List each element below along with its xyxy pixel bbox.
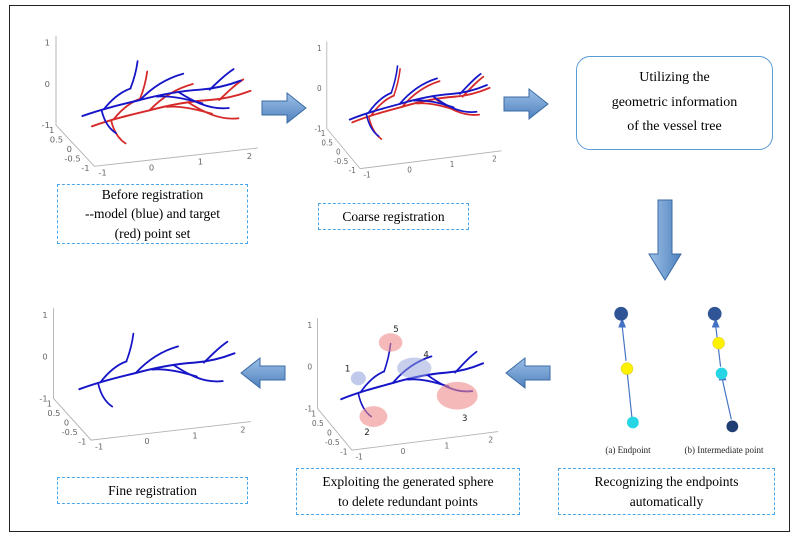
flow-arrow-down (648, 199, 682, 281)
model-point-set-blue (78, 332, 236, 408)
dot-yellow (620, 362, 634, 375)
left-arrow-shape (505, 356, 551, 390)
caption-fine-registration-text: Fine registration (108, 482, 197, 498)
segment-line (626, 370, 633, 418)
caption-before-registration-text: Before registration --model (blue) and t… (84, 186, 221, 241)
box-utilizing-geometric-info-text: Utilizing the geometric information of t… (611, 70, 738, 135)
dot-yellow (712, 336, 725, 350)
caption-coarse-registration-text: Coarse registration (342, 208, 445, 224)
caption-coarse-registration: Coarse registration (318, 203, 469, 230)
flow-arrow-right-1 (261, 91, 307, 125)
left-arrow-shape (240, 356, 286, 390)
caption-exploiting-sphere: Exploiting the generated sphere to delet… (296, 468, 520, 515)
figure-border (9, 5, 790, 532)
arrowhead-up (711, 317, 720, 328)
endpoint-diagram-b (707, 306, 739, 433)
caption-before-registration: Before registration --model (blue) and t… (57, 184, 248, 244)
caption-fine-registration: Fine registration (57, 477, 248, 504)
sphere-highlight-4 (397, 357, 432, 379)
right-arrow-shape (261, 91, 307, 125)
label-endpoint-b-text: (b) Intermediate point (684, 445, 764, 455)
down-arrow-shape (648, 199, 682, 281)
flow-arrow-left-2 (505, 356, 551, 390)
arrowhead-up (618, 317, 627, 328)
sphere-highlight-5 (378, 333, 403, 352)
flow-arrow-right-2 (503, 87, 549, 121)
plot-sphere-deletion: 1 2 3 4 5 (304, 317, 499, 463)
intermediate-dot-cyan (715, 367, 728, 380)
endpoint-diagram-a (614, 306, 639, 429)
box-utilizing-geometric-info: Utilizing the geometric information of t… (576, 56, 773, 150)
segment-line (621, 325, 627, 361)
model-point-set-blue (348, 65, 488, 138)
sphere-label-4: 4 (423, 350, 429, 360)
endpoint-dot-blue (614, 306, 628, 321)
flow-arrow-left-1 (240, 356, 286, 390)
plot-before-registration (41, 35, 259, 178)
caption-recognizing-endpoints: Recognizing the endpoints automatically (558, 468, 775, 515)
axes (38, 307, 252, 452)
label-endpoint-b: (b) Intermediate point (664, 445, 784, 455)
segment-line (721, 380, 732, 420)
label-endpoint-a-text: (a) Endpoint (605, 445, 651, 455)
sphere-label-5: 5 (393, 325, 398, 335)
right-arrow-shape (503, 87, 549, 121)
label-endpoint-a: (a) Endpoint (568, 445, 688, 455)
caption-recognizing-endpoints-text: Recognizing the endpoints automatically (594, 473, 739, 509)
caption-exploiting-sphere-text: Exploiting the generated sphere to delet… (322, 473, 494, 509)
model-point-set-blue (81, 60, 242, 135)
plot-coarse-registration (313, 41, 503, 181)
sphere-label-2: 2 (364, 428, 369, 438)
dot-navy (726, 420, 739, 433)
sphere-label-3: 3 (462, 414, 467, 424)
sphere-highlight-2 (359, 406, 388, 427)
target-point-set-red (351, 67, 491, 141)
endpoint-dot-blue (707, 306, 722, 321)
axes (41, 35, 259, 178)
endpoint-dot-cyan (627, 416, 639, 429)
sphere-label-1: 1 (345, 364, 350, 374)
axes (313, 41, 503, 181)
sphere-highlight-3 (436, 381, 478, 410)
sphere-highlight-1 (350, 371, 366, 386)
plot-fine-registration (38, 307, 252, 452)
